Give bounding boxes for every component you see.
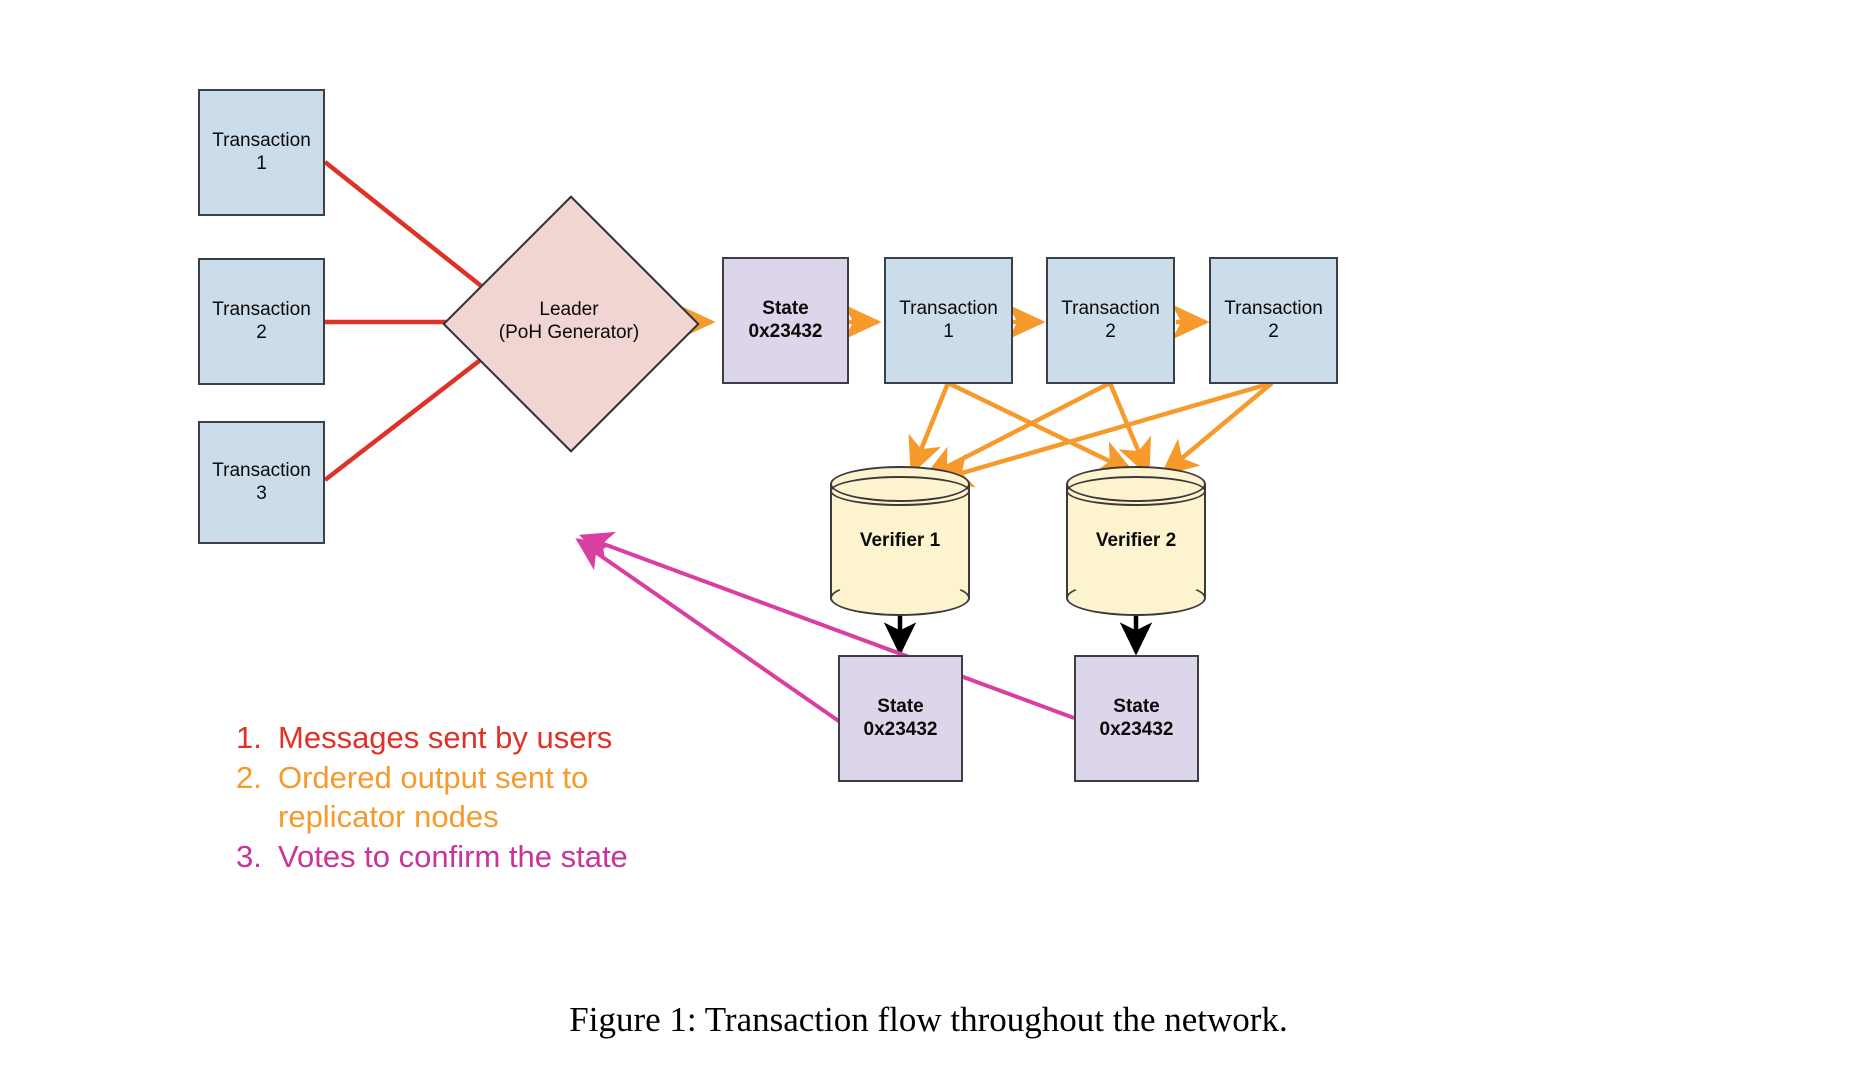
verifier-2-label: Verifier 2 (1095, 530, 1177, 551)
verified-state-1[interactable]: State 0x23432 (838, 655, 963, 782)
verifier-2-bottom (1066, 580, 1206, 616)
transaction-input-2-label: Transaction 2 (212, 299, 311, 343)
ledger-entry-2-label: Transaction 2 (1061, 298, 1160, 342)
legend-item-3: 3. Votes to confirm the state (236, 837, 796, 877)
legend-item-3-text: Votes to confirm the state (278, 839, 628, 875)
legend-item-2-number: 2. (236, 759, 262, 795)
ledger-entry-3-label: Transaction 2 (1224, 298, 1323, 342)
verified-state-1-label: State 0x23432 (863, 696, 938, 740)
ledger-state-box[interactable]: State 0x23432 (722, 257, 849, 384)
transaction-input-2[interactable]: Transaction 2 (198, 258, 325, 385)
legend-item-1: 1. Messages sent by users (236, 718, 796, 758)
transaction-input-1-label: Transaction 1 (212, 130, 311, 174)
transaction-input-3-label: Transaction 3 (212, 460, 311, 504)
transaction-input-1[interactable]: Transaction 1 (198, 89, 325, 216)
verifier-2-rim (1066, 476, 1206, 506)
verifier-1-bottom (830, 580, 970, 616)
leader-label: Leader (PoH Generator) (498, 299, 640, 343)
transaction-input-3[interactable]: Transaction 3 (198, 421, 325, 544)
legend-item-1-number: 1. (236, 720, 262, 755)
legend-item-2-text: Ordered output sent to replicator nodes (278, 759, 589, 835)
leader-poh-generator-node[interactable]: Leader (PoH Generator) (442, 195, 700, 453)
ledger-state-label: State 0x23432 (748, 298, 823, 342)
legend-item-3-number: 3. (236, 839, 262, 875)
legend-item-2: 2. Ordered output sent to replicator nod… (236, 758, 796, 837)
arrows-verifier-to-state (883, 612, 1153, 656)
figure-caption: Figure 1: Transaction flow throughout th… (569, 1000, 1288, 1039)
verifier-2-node[interactable]: Verifier 2 (1066, 466, 1206, 616)
verified-state-2-label: State 0x23432 (1099, 696, 1174, 740)
arrows-votes-to-leader (575, 531, 1075, 726)
ledger-entry-1-label: Transaction 1 (899, 298, 998, 342)
ledger-entry-2[interactable]: Transaction 2 (1046, 257, 1175, 384)
ledger-entry-1[interactable]: Transaction 1 (884, 257, 1013, 384)
verifier-1-rim (830, 476, 970, 506)
ledger-entry-3[interactable]: Transaction 2 (1209, 257, 1338, 384)
verified-state-2[interactable]: State 0x23432 (1074, 655, 1199, 782)
legend-item-1-text: Messages sent by users (278, 720, 613, 755)
legend: 1. Messages sent by users 2. Ordered out… (236, 718, 796, 877)
verifier-1-node[interactable]: Verifier 1 (830, 466, 970, 616)
verifier-1-label: Verifier 1 (859, 530, 941, 551)
